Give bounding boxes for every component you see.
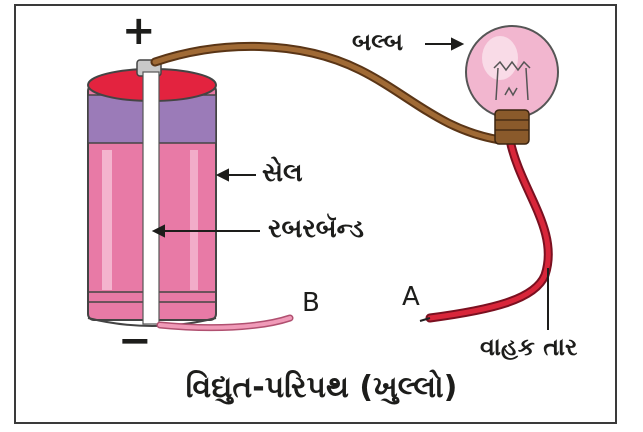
minus-sign: − [118, 318, 152, 364]
figure-caption: વિદ્યુત-પરિપથ (ખુલ્લો) [185, 370, 458, 405]
label-arrows [151, 37, 549, 330]
plus-sign: + [122, 8, 156, 54]
point-b-label: B [302, 288, 320, 318]
wire-label: વાહક તાર [480, 333, 578, 361]
bulb [465, 25, 559, 145]
rubber-band [142, 71, 160, 325]
rubber-band-label: રબરબૅન્ડ [268, 214, 364, 244]
cell-label: સેલ [262, 158, 303, 188]
bulb-label: બલ્બ [352, 28, 404, 56]
point-a-label: A [402, 282, 420, 312]
